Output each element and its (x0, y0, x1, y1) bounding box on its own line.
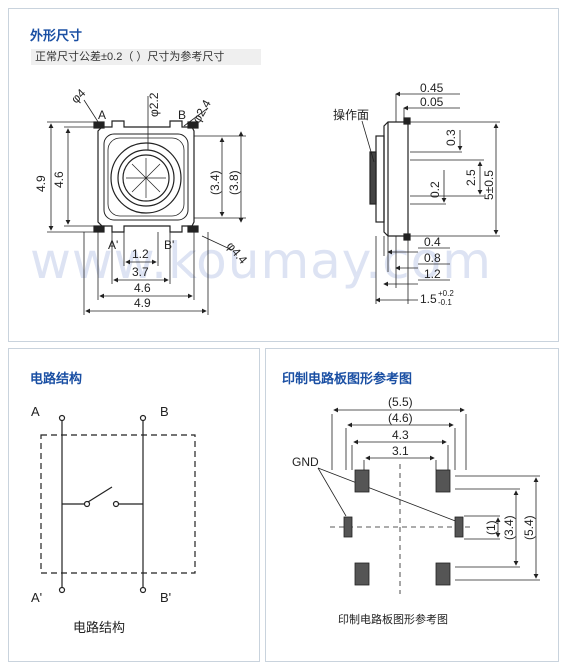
pcb-texts: (5.5) (4.6) 4.3 3.1 GND (1) (3.4) (5.4) (292, 395, 536, 540)
front-view (93, 120, 199, 233)
watermark: www.koumay.com (30, 232, 492, 290)
pcb-caption: 印制电路板图形参考图 (338, 614, 448, 626)
label-A: A (98, 108, 106, 122)
circuit-label-B-prime: B' (160, 590, 171, 605)
tolerance-note: 正常尺寸公差±0.2（ ）尺寸为参考尺寸 (31, 49, 261, 65)
label-h49: 4.9 (34, 175, 48, 192)
pad-top-right (435, 469, 451, 493)
pcb-pads (343, 469, 464, 586)
label-d5: 5±0.5 (482, 170, 496, 200)
plunger-ring (117, 149, 175, 207)
dimensions-title: 外形尺寸 (30, 28, 83, 43)
pad-gnd-left (343, 516, 353, 538)
circuit-caption: 电路结构 (73, 620, 126, 635)
label-d25: 2.5 (464, 169, 478, 186)
dimensions-frame (8, 8, 559, 342)
label-w46: 4.6 (134, 281, 151, 295)
circuit-dashed-box (40, 434, 196, 574)
pcb-label-d55: (5.5) (388, 395, 413, 409)
label-operating-face: 操作面 (333, 107, 369, 122)
label-d15-minus: -0.1 (438, 298, 452, 307)
front-dimensions (47, 96, 246, 315)
inner-outline (103, 133, 189, 221)
label-d045: 0.45 (420, 81, 444, 95)
label-d02: 0.2 (428, 181, 442, 198)
pad-gnd-right (454, 516, 464, 538)
circuit-label-B: B (160, 404, 169, 419)
label-w49: 4.9 (134, 296, 151, 310)
label-w12: 1.2 (132, 247, 149, 261)
label-A-prime: A' (108, 238, 118, 252)
label-B-prime: B' (164, 238, 174, 252)
plunger-inner (122, 154, 170, 202)
label-d15-plus: +0.2 (438, 289, 454, 298)
side-view (369, 117, 411, 241)
pad-bottom-left (354, 562, 370, 586)
label-w37: 3.7 (132, 265, 149, 279)
label-phi22: φ2.2 (147, 92, 161, 117)
label-phi24: φ2.4 (189, 97, 214, 125)
plunger-outer (110, 142, 182, 214)
side-dimensions (361, 91, 500, 304)
front-texts: φ4 A φ2.2 B φ2.4 φ4.4 A' B' 4.9 4.6 (3.4… (34, 86, 250, 310)
label-h38: (3.8) (227, 170, 241, 195)
pcb-title: 印制电路板图形参考图 (282, 371, 413, 386)
circuit-title: 电路结构 (30, 371, 83, 386)
pcb-label-v1: (1) (484, 520, 498, 535)
label-h46: 4.6 (52, 171, 66, 188)
pad-bottom-right (435, 562, 451, 586)
label-d12: 1.2 (424, 267, 441, 281)
side-texts: 操作面 0.45 0.05 0.3 2.5 5±0.5 0.2 0.4 0.8 … (333, 81, 496, 307)
label-phi44: φ4.4 (224, 239, 251, 267)
pcb-label-gnd: GND (292, 455, 319, 469)
label-d04: 0.4 (424, 235, 441, 249)
circuit-texts: A B A' B' (31, 404, 171, 605)
label-d005: 0.05 (420, 95, 444, 109)
label-d03: 0.3 (444, 129, 458, 146)
label-B: B (178, 108, 186, 122)
label-d15: 1.5 (420, 292, 437, 306)
pcb-label-v54: (5.4) (522, 515, 536, 540)
circuit-label-A: A (31, 404, 40, 419)
pcb-label-v34: (3.4) (502, 515, 516, 540)
label-h34: (3.4) (208, 170, 222, 195)
circuit-diagram (40, 414, 196, 594)
pcb-frame (265, 348, 559, 662)
pcb-label-d31: 3.1 (392, 444, 409, 458)
circuit-label-A-prime: A' (31, 590, 42, 605)
pcb-diagram (317, 407, 540, 594)
pcb-label-d43: 4.3 (392, 428, 409, 442)
pad-top-left (354, 469, 370, 493)
label-d08: 0.8 (424, 251, 441, 265)
pcb-label-d46: (4.6) (388, 411, 413, 425)
circuit-frame (8, 348, 260, 662)
